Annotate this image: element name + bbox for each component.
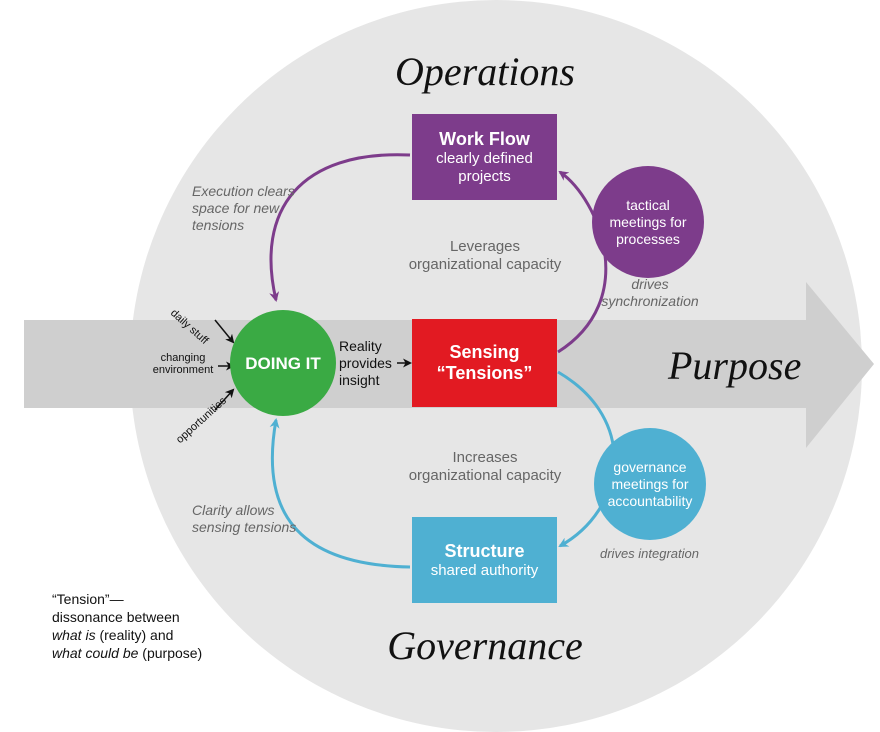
work-flow-line2: projects (458, 167, 511, 185)
tactical-line3: processes (616, 230, 680, 247)
sensing-subtitle: “Tensions” (436, 363, 533, 383)
work-flow-title: Work Flow (439, 128, 530, 149)
reality-line2: provides (339, 355, 392, 371)
increases-label: Increases organizational capacity (405, 449, 565, 485)
clarity-line2: sensing tensions (192, 519, 297, 535)
definition-line4: what could be (purpose) (52, 644, 202, 662)
reality-line3: insight (339, 372, 380, 388)
execution-line1: Execution clears (192, 183, 295, 199)
tactical-line2: meetings for (609, 213, 687, 230)
operations-title: Operations (395, 49, 575, 94)
tension-definition: “Tension”— dissonance between what is (r… (52, 590, 202, 662)
execution-label: Execution clears space for new tensions (192, 183, 295, 234)
increases-line2: organizational capacity (408, 467, 562, 484)
tactical-line1: tactical (626, 196, 670, 213)
structure-subtitle: shared authority (430, 561, 539, 579)
work-flow-box: Work Flow clearly defined projects (412, 114, 557, 200)
leverages-label: Leverages organizational capacity (405, 238, 565, 274)
reality-line1: Reality (339, 338, 382, 354)
doing-it-circle: DOING IT (230, 310, 336, 416)
opportunities-arrow (214, 388, 235, 411)
structure-title: Structure (444, 540, 525, 561)
execution-arrow (269, 153, 411, 302)
reality-label: Reality provides insight (339, 338, 392, 389)
governance-meetings-line3: accountability (607, 492, 693, 509)
definition-line2: dissonance between (52, 609, 180, 625)
definition-purpose: (purpose) (138, 645, 203, 661)
clarity-label: Clarity allows sensing tensions (192, 502, 296, 536)
changing-environment-label: changing environment (150, 352, 216, 376)
purpose-title: Purpose (668, 343, 802, 388)
changing-line1: changing (160, 352, 206, 364)
execution-line3: tensions (192, 217, 245, 233)
changing-line2: environment (152, 364, 214, 376)
clarity-arrow (269, 418, 411, 569)
work-flow-line1: clearly defined (436, 149, 533, 167)
leverages-line2: organizational capacity (408, 256, 562, 273)
sensing-box: Sensing “Tensions” (412, 319, 557, 407)
drives-sync-line2: synchronization (601, 293, 699, 309)
governance-title: Governance (387, 623, 583, 668)
daily-stuff-arrow (214, 319, 235, 344)
doing-it-label: DOING IT (245, 353, 321, 373)
definition-line3: what is (reality) and (52, 626, 202, 644)
governance-meetings-circle: governance meetings for accountability (594, 428, 706, 540)
definition-what-could-be: what could be (52, 645, 139, 661)
governance-meetings-line2: meetings for (611, 475, 689, 492)
drives-sync-label: drives synchronization (600, 276, 700, 310)
structure-box: Structure shared authority (412, 517, 557, 603)
definition-line1: “Tension”— (52, 591, 124, 607)
definition-reality: (reality) and (95, 627, 174, 643)
tactical-meetings-circle: tactical meetings for processes (592, 166, 704, 278)
sensing-title: Sensing (449, 342, 520, 362)
drives-integration-label: drives integration (600, 546, 699, 561)
definition-what-is: what is (52, 627, 96, 643)
clarity-line1: Clarity allows (192, 502, 275, 518)
leverages-line1: Leverages (449, 238, 521, 255)
governance-meetings-line1: governance (613, 458, 687, 475)
increases-line1: Increases (452, 449, 518, 466)
execution-line2: space for new (192, 200, 280, 216)
drives-sync-line1: drives (631, 276, 669, 292)
